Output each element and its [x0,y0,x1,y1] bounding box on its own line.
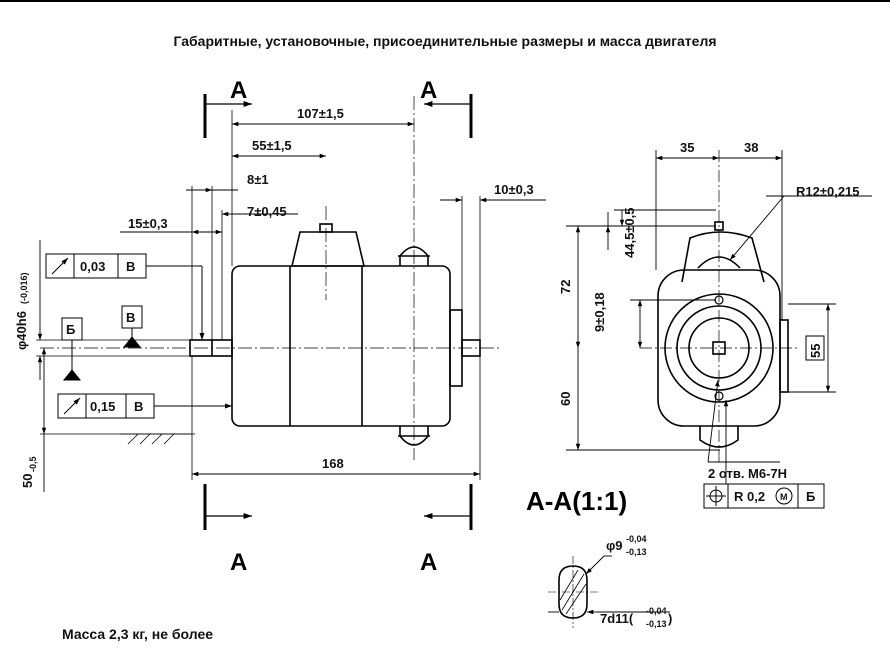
position-frame [703,483,825,509]
runout-2-datum: В [134,399,143,414]
dim-r12: R12±0,215 [796,184,860,199]
cut-label-bottom-left: А [230,549,247,576]
runout-frame-2 [57,393,232,419]
position-value: R 0,2 [734,489,765,504]
datum-v-label: В [126,310,135,325]
cut-label-top-left: А [230,77,247,104]
dim-168: 168 [322,456,344,471]
holes-note: 2 отв. М6-7Н [708,466,787,481]
mass-note: Масса 2,3 кг, не более [62,626,214,642]
section-view-label: А-А(1:1) [526,486,627,516]
dim-50-group: 50 -0,5 [20,456,38,488]
dim-7d11-close: ) [668,611,672,626]
runout-1-value: 0,03 [80,259,105,274]
position-datum: Б [806,489,815,504]
dim-107: 107±1,5 [297,106,344,121]
extension-lines [36,110,481,480]
dim-38: 38 [744,140,758,155]
dim-44-5: 44,5±0,5 [622,207,637,258]
mounting-base-hatch [120,433,192,445]
cut-label-bottom-right: А [420,549,437,576]
dim-8: 8±1 [247,172,269,187]
motor-side-view [189,223,481,446]
dim-55-box [805,335,825,361]
motor-centre-lines [40,96,500,460]
dim-7d11-lower: -0,13 [646,619,667,629]
dim-phi9: φ9 [606,538,623,553]
dim-phi9-upper: -0,04 [626,534,647,544]
shaft-section-detail [548,555,670,628]
motor-end-view [657,221,789,448]
dim-phi40-group: φ40h6 (-0,016) [14,272,29,350]
runout-1-datum: В [126,259,135,274]
dim-7d11: 7d11( [600,611,634,626]
position-modifier: M [780,492,788,502]
dim-15: 15±0,3 [128,216,168,231]
dim-50: 50 [20,474,35,488]
drawing-title: Габаритные, установочные, присоединитель… [173,33,717,49]
datum-b-label: Б [66,322,75,337]
cut-label-top-right: А [420,77,437,104]
top-border-line [0,0,890,2]
runout-2-value: 0,15 [90,399,115,414]
dim-phi40: φ40h6 [14,311,29,350]
dim-phi40-tol: (-0,016) [19,272,29,304]
section-cut-markers [203,94,473,530]
dim-50-tol: -0,5 [28,456,38,472]
dim-phi9-lower: -0,13 [626,547,647,557]
datum-v-symbol [121,305,143,348]
dim-35: 35 [680,140,694,155]
dim-10: 10±0,3 [494,182,534,197]
datum-b-symbol [61,317,83,381]
dim-9: 9±0,18 [592,292,607,332]
dim-55-vert: 55 [808,344,823,358]
dim-72: 72 [558,280,573,294]
end-view-centre-lines [640,150,800,464]
dimension-lines [37,121,546,492]
dim-60: 60 [558,392,573,406]
dim-55: 55±1,5 [252,138,292,153]
dim-7: 7±0,45 [247,204,287,219]
dim-7d11-upper: -0,04 [646,606,667,616]
end-view-dimensions [566,150,872,486]
runout-frame-1 [45,253,205,340]
